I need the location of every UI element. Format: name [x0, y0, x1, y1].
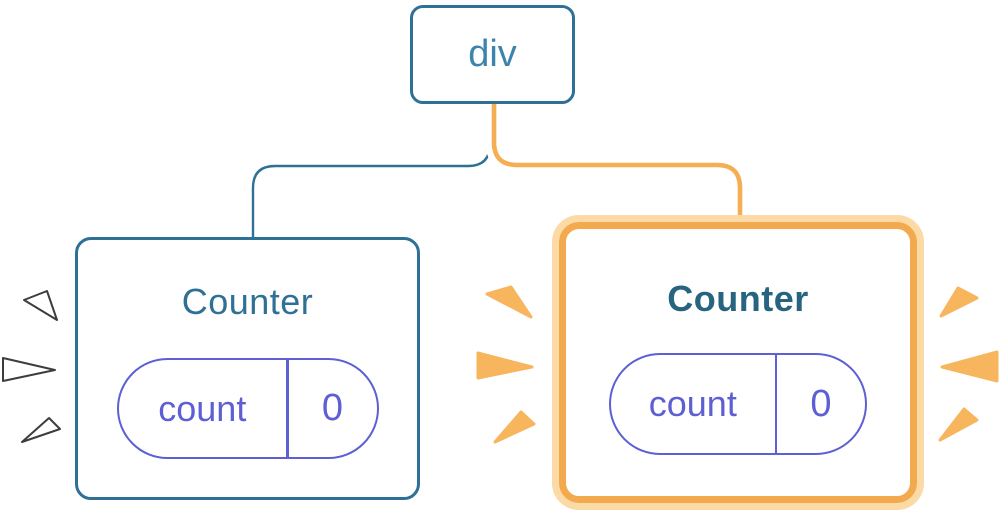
connector-highlight-line [491, 101, 743, 219]
counter-card-title: Counter [181, 281, 314, 322]
state-pill-divider [774, 355, 777, 453]
spark-icon [493, 410, 536, 444]
spark-icon [940, 350, 999, 383]
connector-blue-line [251, 103, 492, 240]
state-pill: count 0 [609, 353, 867, 455]
spark-icon [23, 290, 58, 321]
state-value: 0 [321, 387, 344, 429]
connector-highlight-casing [485, 101, 749, 219]
spark-icon [476, 351, 534, 380]
tree-node-div: div [410, 5, 575, 104]
state-value: 0 [810, 382, 832, 425]
state-key-label: count [648, 383, 737, 424]
state-key-label: count [158, 387, 247, 429]
counter-card-right-highlight-ring: Counter count 0 [552, 215, 924, 510]
spark-icon [2, 357, 56, 382]
spark-icon [485, 285, 533, 319]
state-pill: count 0 [116, 358, 379, 459]
spark-icon [21, 417, 61, 443]
spark-icon [939, 286, 979, 318]
state-pill-divider [286, 360, 289, 457]
tree-node-div-label: div [468, 33, 517, 75]
counter-card-title: Counter [667, 278, 809, 319]
counter-card-right: Counter count 0 [559, 222, 917, 503]
spark-icon [938, 407, 979, 442]
counter-card-left: Counter count 0 [75, 237, 420, 500]
